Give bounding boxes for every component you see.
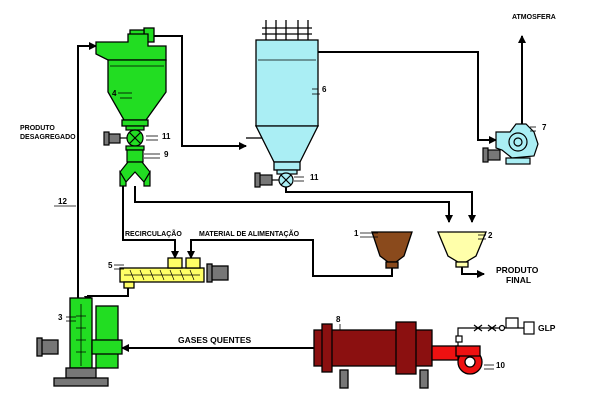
label-gases-quentes: GASES QUENTES [178,335,252,345]
label-glp: GLP [538,323,556,333]
flow-lines [77,35,526,352]
pipe-splitter-to-product [134,186,453,223]
pipe-screw-to-mill [84,288,129,304]
pipe-feed-material [187,239,393,277]
hopper-1 [371,231,413,269]
bag-filter-6 [246,20,320,171]
glp-gas-line [455,317,535,346]
label-produto-desagregado-1: PRODUTO [20,125,55,132]
label-produto-final-2: FINAL [506,275,531,285]
mill-3 [36,297,123,387]
number-5: 5 [108,261,113,270]
exhaust-fan-7 [482,123,539,165]
label-produto-final-1: PRODUTO [496,265,539,275]
number-1: 1 [354,229,359,238]
pipe-filter-to-product [285,186,476,223]
number-4: 4 [112,89,117,98]
label-produto-desagregado-2: DESAGREGADO [20,134,76,141]
label-atmosfera: ATMOSFERA [512,14,556,21]
screw-conveyor-5 [119,257,229,289]
number-9: 9 [164,150,169,159]
furnace-8 [313,321,433,389]
number-8: 8 [336,315,341,324]
product-hopper-2 [437,231,487,268]
label-recirculacao: RECIRCULAÇÃO [125,229,182,238]
rotary-valve-11-filter [254,169,298,188]
number-11-cyclone: 11 [162,132,171,141]
pipe-filter-to-fan [318,51,497,144]
number-2: 2 [488,231,493,240]
number-3: 3 [58,313,63,322]
number-12: 12 [58,197,67,206]
pipe-recirculation [122,186,179,259]
number-10: 10 [496,361,505,370]
label-material-alimentacao: MATERIAL DE ALIMENTAÇÃO [199,229,300,238]
rotary-valve-11-cyclone [103,125,145,151]
number-6: 6 [322,85,327,94]
leader-lines [54,88,536,370]
splitter-9 [119,149,151,187]
pipe-cyclone-to-filter [150,35,247,150]
burner-10 [431,345,483,375]
pipe-final-product [461,266,485,278]
number-11-filter: 11 [310,173,319,182]
number-7: 7 [542,123,547,132]
pipe-12-product [77,42,97,298]
cyclone-4 [95,27,167,127]
